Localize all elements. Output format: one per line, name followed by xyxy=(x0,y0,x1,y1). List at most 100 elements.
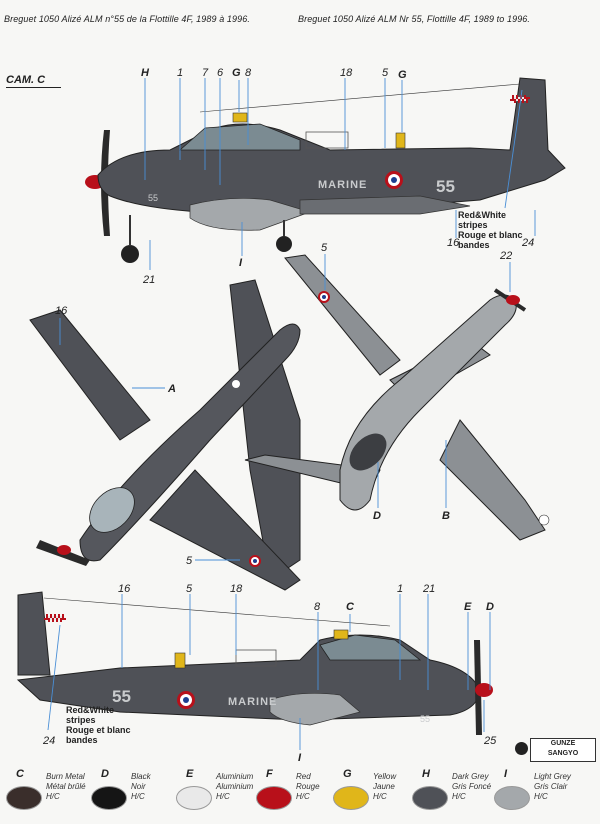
callout-25-bottom: 25 xyxy=(483,735,497,747)
top-side-view xyxy=(85,77,566,270)
callout-18-bottom: 18 xyxy=(230,583,243,595)
legend-key: C xyxy=(16,768,24,780)
brand-icon xyxy=(515,742,528,755)
legend-line1: Aluminium xyxy=(216,772,254,781)
callout-g1-top: G xyxy=(232,67,241,79)
legend-line2: Noir xyxy=(131,782,146,791)
legend-line3: H/C xyxy=(46,792,60,801)
side-number-bottom: 55 xyxy=(112,687,131,706)
callout-8-bottom: 8 xyxy=(314,601,321,613)
legend-key: D xyxy=(101,768,109,780)
legend-line2: Jaune xyxy=(373,782,395,791)
brand-line2: SANGYO xyxy=(547,750,579,757)
callout-g2-top: G xyxy=(398,69,407,81)
color-swatch xyxy=(91,786,127,810)
legend-key: F xyxy=(266,768,273,780)
callout-24-top: 24 xyxy=(521,237,534,249)
callout-21-top: 21 xyxy=(142,274,155,286)
legend-line2: Gris Foncé xyxy=(452,782,492,791)
callout-c-bottom: C xyxy=(346,601,355,613)
legend-line3: H/C xyxy=(216,792,230,801)
legend-line3: H/C xyxy=(296,792,310,801)
legend-line1: Black xyxy=(131,772,151,781)
legend-line2: Aluminium xyxy=(216,782,254,791)
callout-18-top: 18 xyxy=(340,67,353,79)
callout-21-bottom: 21 xyxy=(422,583,435,595)
color-swatch xyxy=(494,786,530,810)
brand-line1: GUNZE xyxy=(550,740,576,747)
stripes-note-bottom-line3: Rouge et blanc xyxy=(66,725,131,735)
callout-i-bottom: I xyxy=(298,752,302,764)
brand-logo: GUNZE SANGYO xyxy=(515,738,596,762)
legend-line1: Light Grey xyxy=(534,772,571,781)
legend-line3: H/C xyxy=(534,792,548,801)
callout-16-mid: 16 xyxy=(55,305,68,317)
callout-5-bottom: 5 xyxy=(186,583,193,595)
stripes-note-line4: bandes xyxy=(458,240,490,250)
nose-number-bottom: 55 xyxy=(420,714,430,724)
legend-line1: Burn Metal xyxy=(46,772,85,781)
callout-d-mid: D xyxy=(373,510,381,522)
stripes-note-line1: Red&White xyxy=(458,210,506,220)
marine-marking-top: MARINE xyxy=(318,179,367,191)
callout-1-bottom: 1 xyxy=(397,583,403,595)
legend-line2: Métal brûlé xyxy=(46,782,86,791)
caption-english: Breguet 1050 Alizé ALM Nr 55, Flottille … xyxy=(298,14,531,24)
callout-6-top: 6 xyxy=(217,67,224,79)
legend-key: G xyxy=(343,768,352,780)
callout-1-top: 1 xyxy=(177,67,183,79)
callout-5-top: 5 xyxy=(382,67,389,79)
color-swatch xyxy=(176,786,212,810)
bottom-side-view xyxy=(16,591,493,750)
legend-key: E xyxy=(186,768,194,780)
callout-5-mid-right: 5 xyxy=(321,242,328,254)
callout-8-top: 8 xyxy=(245,67,252,79)
side-number-top: 55 xyxy=(436,177,455,196)
callout-b-mid: B xyxy=(442,510,450,522)
legend-key: I xyxy=(504,768,508,780)
caption-french: Breguet 1050 Alizé ALM n°55 de la Flotti… xyxy=(4,14,250,24)
callout-16-top: 16 xyxy=(447,237,460,249)
legend-line2: Gris Clair xyxy=(534,782,568,791)
legend-line1: Red xyxy=(296,772,311,781)
stripes-note-bottom-line1: Red&White xyxy=(66,705,114,715)
callout-h-top: H xyxy=(141,67,150,79)
callout-16-bottom: 16 xyxy=(118,583,131,595)
camouflage-label: CAM. C xyxy=(6,74,62,88)
stripes-note-bottom-line2: stripes xyxy=(66,715,96,725)
callout-7-top: 7 xyxy=(202,67,209,79)
color-swatch xyxy=(333,786,369,810)
legend-line1: Dark Grey xyxy=(452,772,489,781)
nose-number-top: 55 xyxy=(148,193,158,203)
stripes-note-bottom-line4: bandes xyxy=(66,735,98,745)
callout-5-mid-left: 5 xyxy=(186,555,193,567)
legend-line3: H/C xyxy=(452,792,466,801)
bottom-plan-view xyxy=(244,254,550,541)
callout-24-bottom: 24 xyxy=(42,735,55,747)
callout-i-top: I xyxy=(239,257,243,269)
legend-line1: Yellow xyxy=(373,772,397,781)
color-swatch xyxy=(256,786,292,810)
callout-22-mid: 22 xyxy=(499,250,512,262)
color-swatch xyxy=(412,786,448,810)
stripes-note-line3: Rouge et blanc xyxy=(458,230,523,240)
color-swatch xyxy=(6,786,42,810)
legend-line3: H/C xyxy=(373,792,387,801)
callout-a-mid: A xyxy=(167,383,176,395)
callout-d-bottom: D xyxy=(486,601,494,613)
callout-e-bottom: E xyxy=(464,601,472,613)
marine-marking-bottom: MARINE xyxy=(228,696,277,708)
stripes-note-line2: stripes xyxy=(458,220,488,230)
legend-line3: H/C xyxy=(131,792,145,801)
legend-key: H xyxy=(422,768,430,780)
top-plan-view xyxy=(29,279,301,591)
